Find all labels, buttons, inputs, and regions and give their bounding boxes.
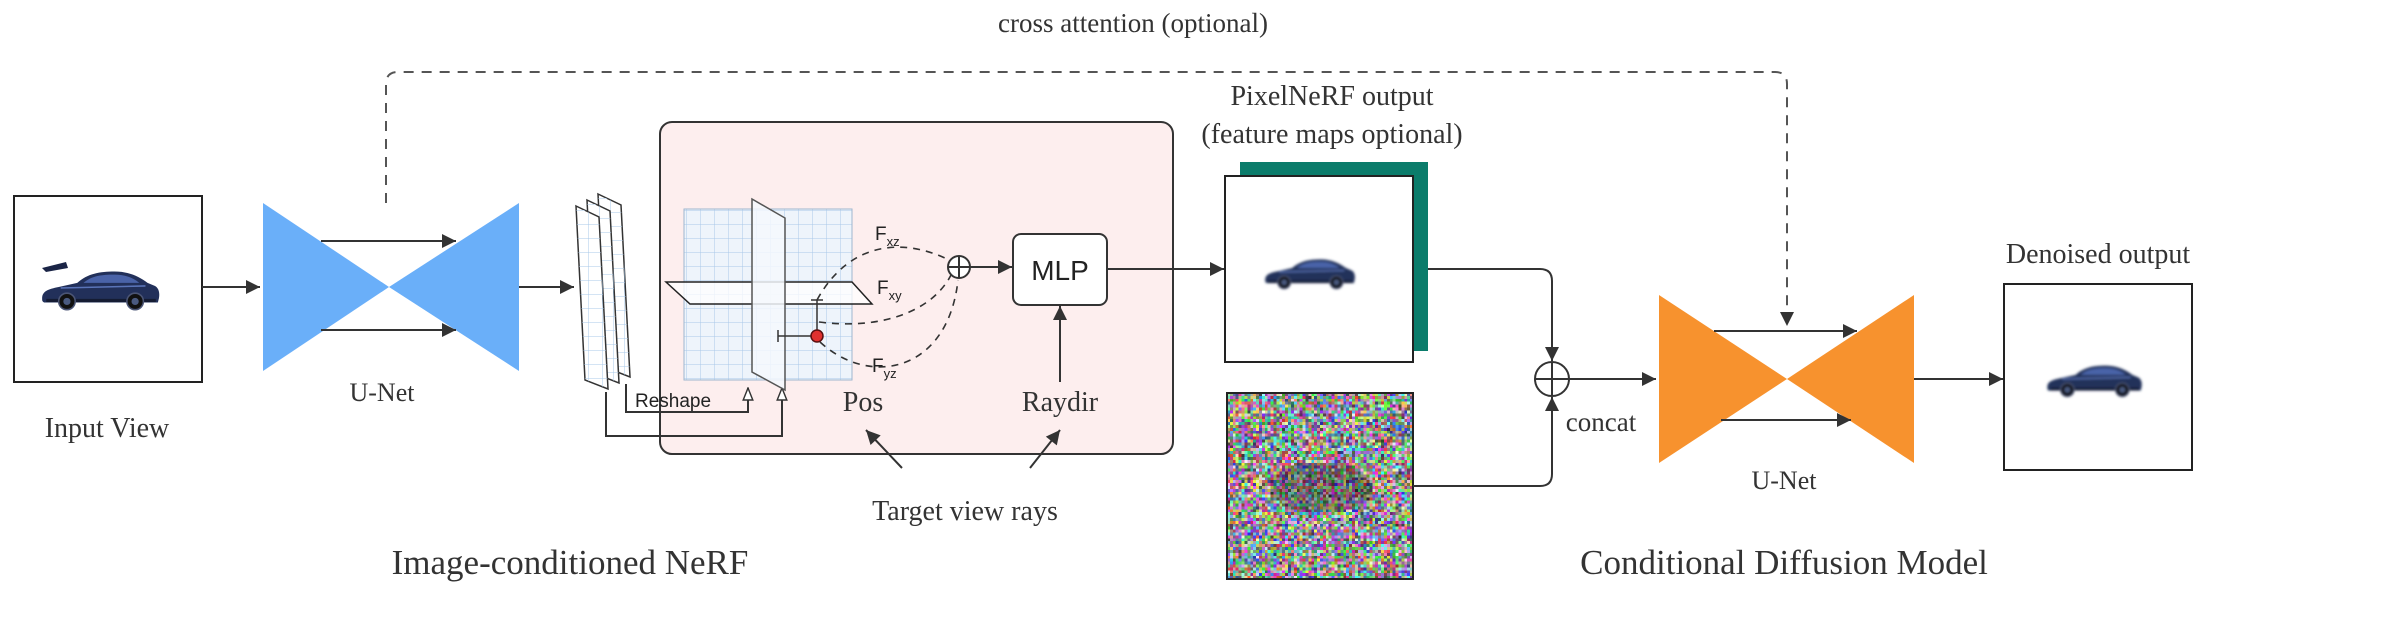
- reshape-label: Reshape: [635, 391, 711, 412]
- feature-subscript: yz: [884, 366, 897, 381]
- encoder-unet: U-Net: [263, 203, 519, 407]
- diffusion-unet-down: [1659, 295, 1787, 463]
- denoised-output: [2003, 283, 2193, 471]
- feature-map-stack: [575, 192, 631, 391]
- plane-vertical: [751, 197, 786, 392]
- feature-symbol: F: [872, 356, 884, 377]
- arrow-rays-to-pos: [865, 429, 903, 469]
- arrow-output-to-concat: [1428, 268, 1559, 361]
- concat-label: concat: [1566, 407, 1637, 437]
- input-view-label: Input View: [45, 413, 170, 444]
- triplane-figure: Fxz Fxy Fyz: [664, 197, 959, 392]
- noise-input: [1226, 392, 1414, 580]
- encoder-unet-up: [389, 203, 519, 371]
- input-view: Input View: [13, 195, 203, 444]
- raydir-label: Raydir: [1022, 387, 1099, 418]
- diffusion-section-title: Conditional Diffusion Model: [1580, 543, 1988, 582]
- feature-sample-xy: [818, 274, 952, 325]
- denoised-output-label: Denoised output: [2006, 239, 2191, 270]
- feature-subscript: xz: [887, 234, 900, 249]
- car-spoiler: [42, 262, 68, 272]
- pixelnerf-output-subtitle: (feature maps optional): [1201, 119, 1462, 150]
- feature-sheet: [575, 204, 609, 391]
- sample-point: [810, 329, 824, 343]
- feature-subscript: xy: [889, 288, 903, 303]
- reshape-connector-inner: [625, 384, 748, 413]
- feature-sample-xz: [816, 246, 950, 301]
- diffusion-unet: U-Net: [1659, 295, 1914, 495]
- concat-icon: [1534, 361, 1570, 397]
- reshape-connector-outer: [605, 388, 782, 437]
- diffusion-unet-label: U-Net: [1752, 466, 1818, 495]
- feature-label-yz: Fyz: [872, 356, 897, 381]
- cross-attention-label: cross attention (optional): [998, 8, 1268, 38]
- noise-image: [1227, 393, 1413, 579]
- diffusion-unet-up: [1787, 295, 1914, 463]
- arrow-noise-to-concat: [1413, 397, 1559, 487]
- feature-label-xy: Fxy: [877, 278, 902, 303]
- encoder-unet-label: U-Net: [350, 378, 416, 407]
- feature-symbol: F: [875, 224, 887, 245]
- mlp-label: MLP: [1031, 255, 1089, 286]
- feature-sum-icon: [947, 255, 971, 279]
- nerf-section-title: Image-conditioned NeRF: [392, 543, 749, 582]
- pixelnerf-output-title: PixelNeRF output: [1230, 81, 1433, 112]
- pixelnerf-output: [1224, 162, 1428, 363]
- arrow-rays-to-raydir: [1029, 429, 1061, 469]
- feature-label-xz: Fxz: [875, 224, 900, 249]
- pos-label: Pos: [843, 387, 883, 418]
- encoder-unet-down: [263, 203, 389, 371]
- feature-symbol: F: [877, 278, 889, 299]
- target-view-rays-label: Target view rays: [872, 496, 1058, 527]
